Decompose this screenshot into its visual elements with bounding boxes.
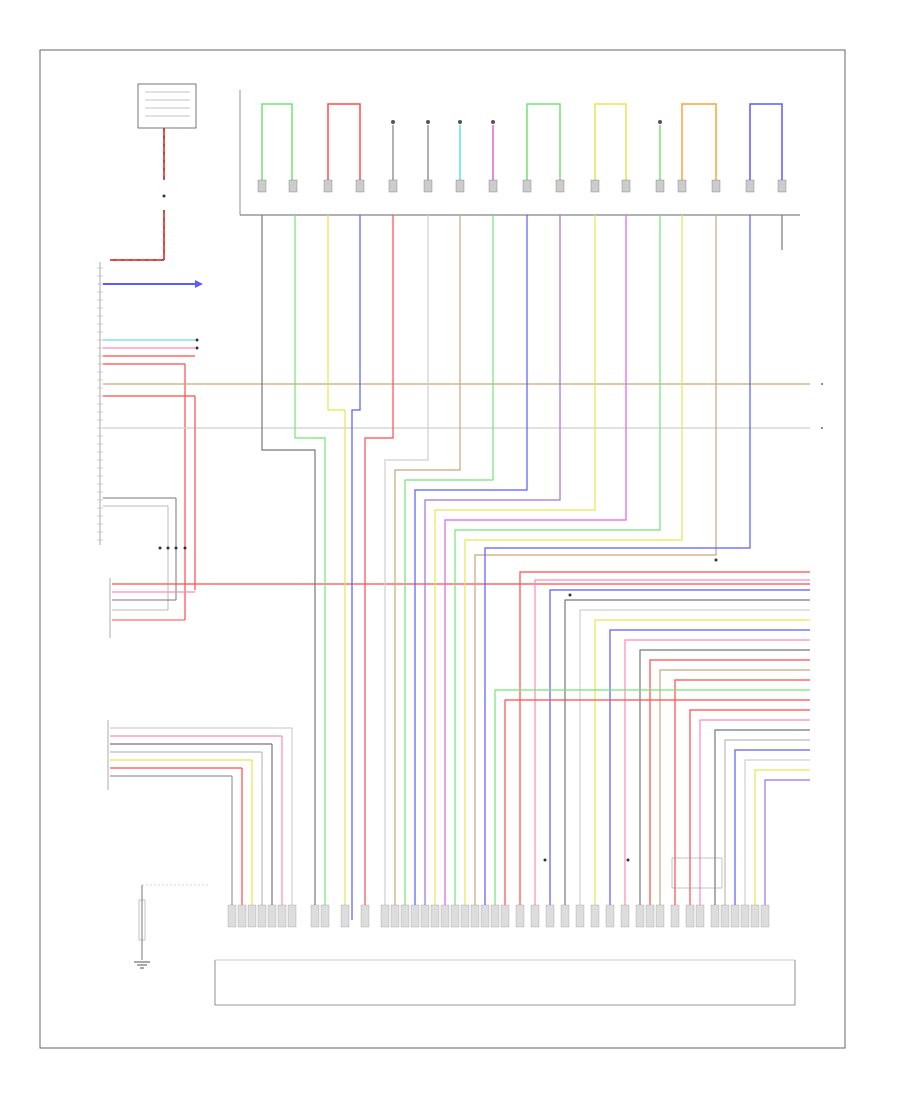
harness-vertical-runs: [261, 215, 783, 920]
solenoid-module: [239, 90, 800, 216]
right-connector-runs: [494, 571, 810, 920]
tcm-connector: [214, 857, 796, 1006]
right-edge-markers: [821, 383, 823, 429]
module-box-icon: [137, 83, 197, 129]
diagram-frame: [39, 49, 846, 1049]
transmission-range-switch: [107, 720, 293, 920]
stop-lamp-switch: [109, 578, 810, 638]
splice-dot-icon: [543, 558, 718, 862]
sub-connector-box: [671, 857, 723, 889]
engine-ecu-connector: [97, 262, 810, 620]
top-relay-module: [110, 83, 197, 261]
ground-symbol-icon: [134, 884, 210, 969]
